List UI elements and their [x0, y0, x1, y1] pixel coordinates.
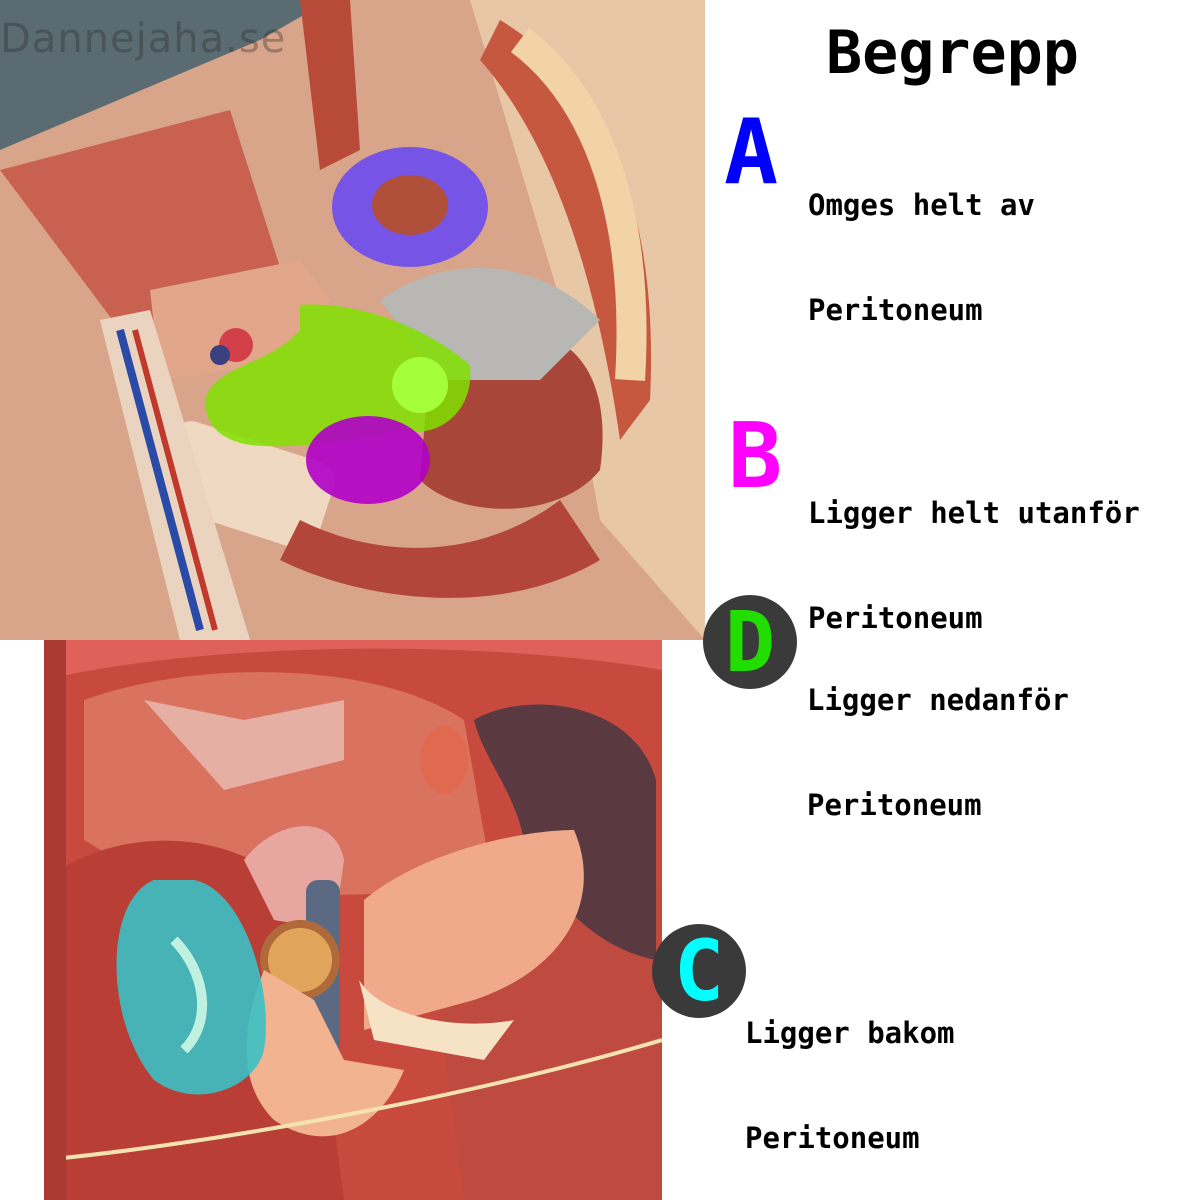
- legend-letter-d: D: [724, 593, 776, 691]
- legend-text-a-line2: Peritoneum: [808, 293, 983, 327]
- legend-text-c-line2: Peritoneum: [745, 1121, 920, 1155]
- legend-text-a-line1: Omges helt av: [808, 188, 1035, 222]
- legend-letter-a: A: [724, 100, 779, 205]
- legend-title: Begrepp: [826, 18, 1079, 88]
- pelvis-illustration: [0, 0, 705, 640]
- legend-text-d-line1: Ligger nedanför: [807, 683, 1069, 717]
- highlight-b: [306, 416, 430, 504]
- legend-text-c-line1: Ligger bakom: [745, 1016, 955, 1050]
- legend-text-b-line1: Ligger helt utanför: [808, 496, 1140, 530]
- legend-letter-b: B: [728, 404, 783, 509]
- abdomen-photo: [44, 640, 662, 1200]
- abdomen-illustration: [44, 640, 662, 1200]
- highlight-d: [205, 304, 471, 447]
- highlight-c: [116, 880, 266, 1095]
- legend-text-d-line2: Peritoneum: [807, 788, 982, 822]
- legend-text-d: Ligger nedanför Peritoneum: [807, 613, 1069, 858]
- legend-badge-d: D: [703, 595, 797, 689]
- legend-text-c: Ligger bakom Peritoneum: [745, 946, 955, 1191]
- legend-text-b: Ligger helt utanför Peritoneum: [808, 426, 1140, 671]
- watermark: Dannejaha.se: [0, 16, 287, 62]
- legend-text-a: Omges helt av Peritoneum: [808, 118, 1035, 363]
- legend-badge-c: C: [652, 924, 746, 1018]
- pelvis-photo: Dannejaha.se: [0, 0, 705, 640]
- legend-text-b-line2: Peritoneum: [808, 601, 983, 635]
- legend-letter-c: C: [673, 922, 725, 1020]
